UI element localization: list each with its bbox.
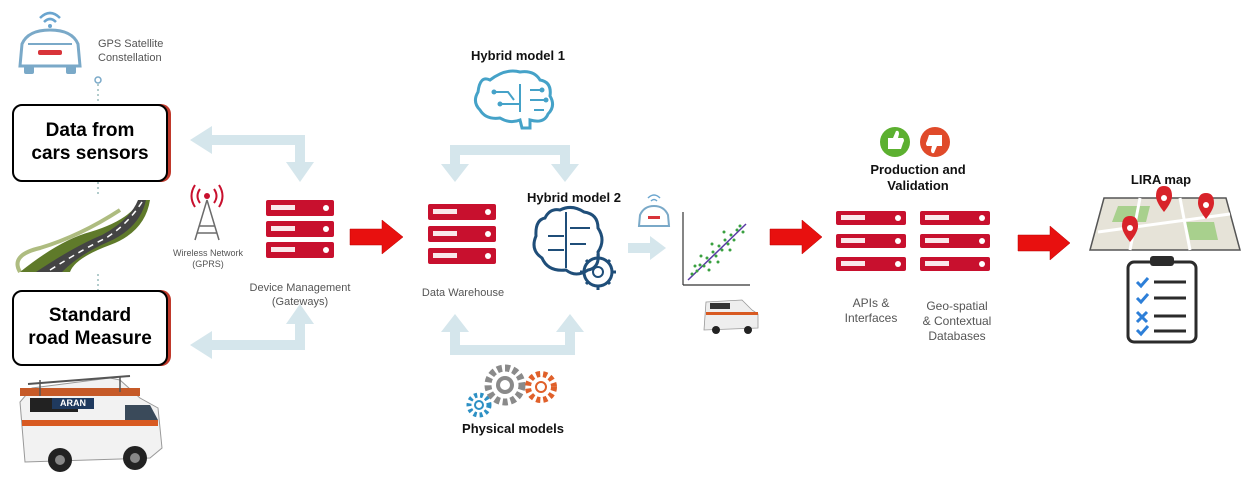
feedback-arrow-top	[190, 126, 314, 182]
flow-arrow-3	[1017, 225, 1071, 261]
physical-models-label: Physical models	[462, 421, 564, 436]
loop-arrow-bottom	[441, 314, 584, 355]
checklist-icon	[1126, 256, 1198, 344]
gps-dot	[94, 76, 102, 84]
loop-arrow-top	[441, 145, 579, 182]
map-pins-icon	[1089, 186, 1241, 251]
van-icon	[19, 375, 163, 472]
hybrid-model-2-label: Hybrid model 2	[527, 190, 621, 205]
gps-label: GPS Satellite Constellation	[98, 38, 164, 64]
server-icon-geospatial	[920, 211, 990, 271]
brain-circuit-icon	[473, 69, 555, 130]
flow-arrow-1	[349, 219, 404, 255]
small-van-icon	[703, 299, 759, 334]
server-icon-apis	[836, 211, 906, 271]
lira-map-label: LIRA map	[1130, 172, 1192, 187]
device-management-label: Device Management (Gateways)	[249, 282, 351, 308]
server-icon-device-management	[266, 200, 334, 258]
data-warehouse-label: Data Warehouse	[421, 287, 505, 299]
small-car-wifi-icon	[637, 194, 671, 227]
geospatial-label: Geo-spatial & Contextual Databases	[922, 299, 992, 343]
apis-label: APIs & Interfaces	[844, 296, 898, 325]
flow-arrow-2	[769, 219, 823, 255]
feedback-arrow-bottom	[190, 304, 314, 359]
scatter-plot-icon	[682, 212, 750, 286]
server-icon-data-warehouse	[428, 204, 496, 264]
hybrid-model-1-label: Hybrid model 1	[471, 48, 565, 63]
wireless-label: Wireless Network (GPRS)	[172, 248, 243, 270]
road-icon	[15, 200, 150, 274]
road-measure-box: Standard road Measure	[12, 290, 168, 366]
van-logo-text: ARAN	[52, 398, 94, 410]
cars-sensors-box: Data from cars sensors	[12, 104, 168, 182]
antenna-icon	[190, 184, 224, 241]
car-wifi-icon	[18, 11, 82, 74]
pale-arrow-to-plot	[628, 236, 666, 260]
gears-icon	[466, 364, 557, 418]
thumbs-up-icon	[880, 127, 910, 157]
brain-gears-icon	[532, 205, 616, 290]
production-validation-label: Production and Validation	[870, 162, 966, 194]
thumbs-down-icon	[920, 127, 950, 157]
